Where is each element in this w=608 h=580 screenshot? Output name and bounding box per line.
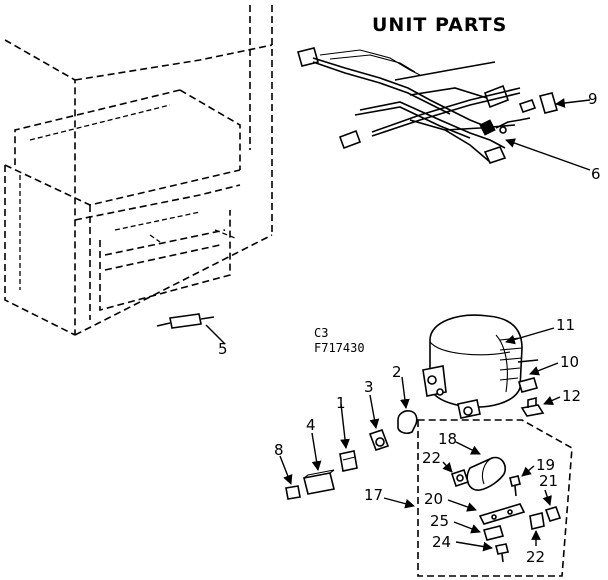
callout-24: 24 xyxy=(432,533,451,551)
part-6-drier xyxy=(156,313,226,345)
callout-1: 1 xyxy=(336,394,346,412)
part-20 xyxy=(447,499,526,525)
part-21 xyxy=(542,489,562,522)
model-code-1: C3 xyxy=(314,326,328,340)
callout-19: 19 xyxy=(536,456,555,474)
part-11-compressor xyxy=(422,314,555,419)
cabinet-outline xyxy=(4,5,273,336)
callout-12: 12 xyxy=(562,387,581,405)
callout-17: 17 xyxy=(364,486,383,504)
callout-25: 25 xyxy=(430,512,449,530)
callout-2: 2 xyxy=(392,363,402,381)
callout-8: 6 xyxy=(591,165,601,183)
callout-3: 3 xyxy=(364,378,374,396)
diagram-title: UNIT PARTS xyxy=(372,14,507,36)
part-22 xyxy=(529,512,545,546)
part-1-relay xyxy=(339,403,358,472)
part-10 xyxy=(529,362,559,376)
callout-21: 21 xyxy=(539,472,558,490)
callout-18: 18 xyxy=(438,430,457,448)
part-2 xyxy=(397,376,418,435)
part-17-kit-outline xyxy=(383,419,573,577)
callout-22: 22 xyxy=(526,548,545,566)
part-24 xyxy=(455,541,509,563)
part-18-capacitor xyxy=(455,441,507,491)
callout-9: 9 xyxy=(588,90,598,108)
callout-11: 11 xyxy=(556,316,575,334)
callout-10: 10 xyxy=(560,353,579,371)
callout-6: 5 xyxy=(218,340,228,358)
wiring-harness xyxy=(297,47,591,171)
part-3 xyxy=(368,394,390,452)
part-12-grommet xyxy=(520,395,561,417)
callout-4: 4 xyxy=(306,416,316,434)
callout-5: 8 xyxy=(274,441,284,459)
part-25 xyxy=(453,521,505,541)
callout-23: 22 xyxy=(422,449,441,467)
callout-20: 20 xyxy=(424,490,443,508)
part-5 xyxy=(279,455,301,500)
part-19 xyxy=(509,465,535,497)
part-23 xyxy=(442,461,470,488)
model-code-2: F717430 xyxy=(314,341,365,355)
part-4 xyxy=(303,432,335,495)
